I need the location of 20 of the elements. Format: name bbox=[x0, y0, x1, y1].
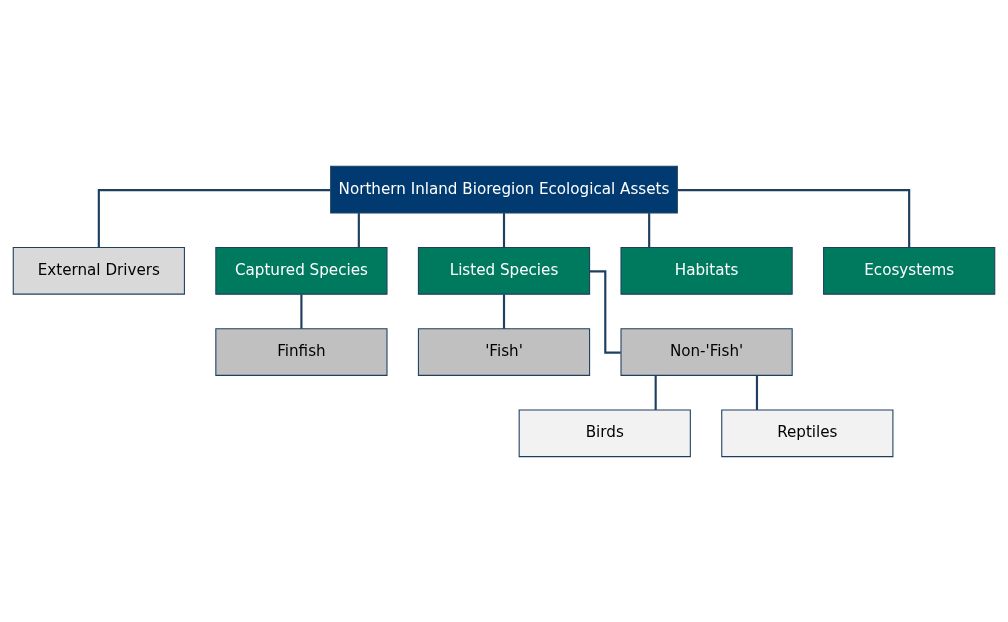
connector bbox=[502, 212, 506, 247]
node-box: External Drivers bbox=[12, 246, 185, 295]
connector bbox=[648, 212, 651, 247]
node-box: Northern Inland Bioregion Ecological Assets bbox=[330, 165, 678, 213]
node-box: Finfish bbox=[215, 327, 388, 376]
node-box: Captured Species bbox=[215, 246, 388, 295]
node-box: Listed Species bbox=[417, 246, 591, 295]
connector bbox=[755, 375, 759, 410]
node-box: Habitats bbox=[620, 246, 793, 295]
connector bbox=[97, 188, 331, 248]
connector bbox=[654, 375, 657, 410]
connector bbox=[300, 293, 303, 329]
node-box: Birds bbox=[518, 409, 691, 457]
node-box: Reptiles bbox=[721, 409, 894, 457]
node-box: Ecosystems bbox=[823, 246, 996, 295]
node-box: Non-'Fish' bbox=[620, 327, 793, 376]
connector bbox=[357, 212, 360, 247]
connector bbox=[502, 293, 506, 329]
connector bbox=[677, 188, 911, 248]
node-box: 'Fish' bbox=[417, 327, 591, 376]
